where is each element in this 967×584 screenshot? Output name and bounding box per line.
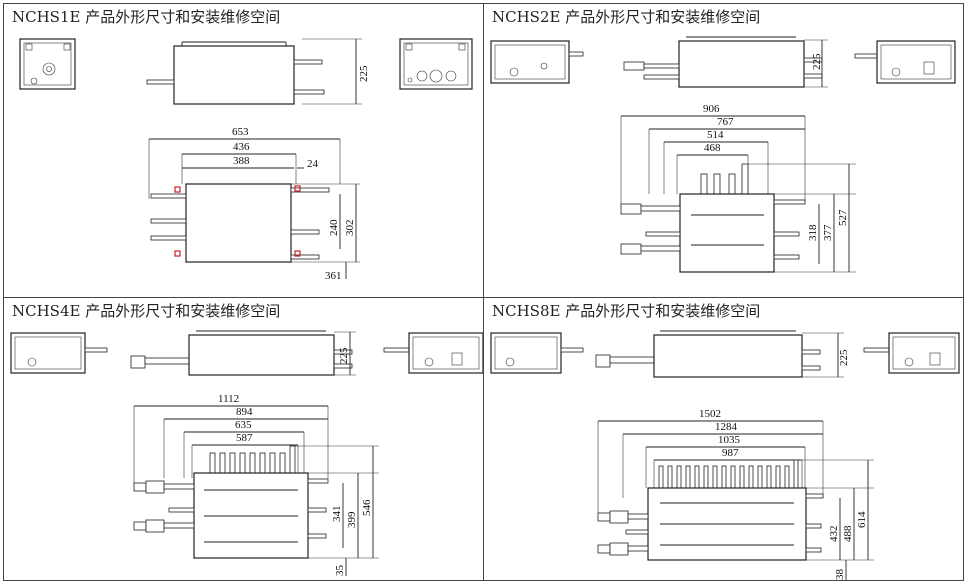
- dim-1502: 1502: [699, 408, 721, 420]
- plan-view: 906 767 514 468: [620, 103, 856, 273]
- dim-38: 38: [834, 569, 846, 581]
- side-view-left: [10, 332, 108, 374]
- nchs4e-drawing: 225 1112 894 635 587: [10, 330, 484, 577]
- side-view-right: [863, 332, 960, 374]
- plan-view: 1112 894 635 587: [133, 393, 379, 577]
- dim-1035: 1035: [718, 434, 741, 446]
- side-view-right: [383, 332, 484, 374]
- nchs2e-drawing: 225 906 767 514 468: [490, 36, 956, 273]
- dim-635: 635: [235, 419, 252, 431]
- dim-240: 240: [328, 219, 340, 236]
- plan-view: 1502 1284 1035 987: [597, 408, 874, 581]
- panel-nchs4e: NCHS4E 产品外形尺寸和安装维修空间 225: [3, 297, 484, 581]
- dim-388: 388: [233, 155, 250, 167]
- side-view-left: [490, 40, 584, 84]
- branch-pipes: [658, 459, 799, 489]
- dim-399: 399: [346, 511, 358, 528]
- dim-225: 225: [811, 53, 823, 70]
- dim-1284: 1284: [715, 421, 738, 433]
- dim-1112: 1112: [218, 393, 239, 405]
- dim-436: 436: [233, 141, 250, 153]
- dim-653: 653: [232, 126, 249, 138]
- dim-614: 614: [856, 511, 868, 528]
- panel-title: NCHS1E 产品外形尺寸和安装维修空间: [12, 8, 281, 26]
- dim-35: 35: [334, 565, 346, 577]
- dim-432: 432: [828, 526, 840, 543]
- panel-nchs1e: NCHS1E 产品外形尺寸和安装维修空间 225: [3, 3, 484, 298]
- panel-title: NCHS4E 产品外形尺寸和安装维修空间: [12, 302, 281, 320]
- front-view: 225: [623, 36, 828, 88]
- front-view: 225: [130, 330, 356, 376]
- nchs8e-drawing: 225 1502 1284 1035 987: [490, 330, 960, 581]
- dim-24: 24: [307, 158, 319, 170]
- side-view-right: [854, 40, 956, 84]
- panel-nchs2e: NCHS2E 产品外形尺寸和安装维修空间 225: [483, 3, 964, 298]
- nchs1e-drawing: 225 653 436 388 24: [19, 38, 473, 282]
- dim-546: 546: [361, 499, 373, 516]
- dim-587: 587: [236, 432, 253, 444]
- dim-488: 488: [842, 525, 854, 542]
- dim-225: 225: [338, 347, 350, 364]
- front-view: 225: [146, 38, 370, 105]
- dim-361: 361: [325, 270, 342, 282]
- side-view-left: [490, 332, 584, 374]
- dim-906: 906: [703, 103, 720, 115]
- dim-318: 318: [807, 224, 819, 241]
- panel-title: NCHS2E 产品外形尺寸和安装维修空间: [492, 8, 761, 26]
- dim-225: 225: [838, 349, 850, 366]
- side-view-right: [399, 38, 473, 90]
- dim-341: 341: [331, 506, 343, 523]
- dim-514: 514: [707, 129, 724, 141]
- front-view: 225: [595, 330, 850, 378]
- panel-nchs8e: NCHS8E 产品外形尺寸和安装维修空间 225: [483, 297, 964, 581]
- dim-987: 987: [722, 447, 739, 459]
- dim-225: 225: [358, 65, 370, 82]
- dim-377: 377: [822, 224, 834, 241]
- side-view-left: [19, 38, 76, 90]
- dim-894: 894: [236, 406, 253, 418]
- plan-view: 653 436 388 24: [148, 126, 360, 282]
- panel-title: NCHS8E 产品外形尺寸和安装维修空间: [492, 302, 761, 320]
- dim-527: 527: [837, 209, 849, 226]
- dim-767: 767: [717, 116, 734, 128]
- dim-468: 468: [704, 142, 721, 154]
- dim-302: 302: [344, 220, 356, 237]
